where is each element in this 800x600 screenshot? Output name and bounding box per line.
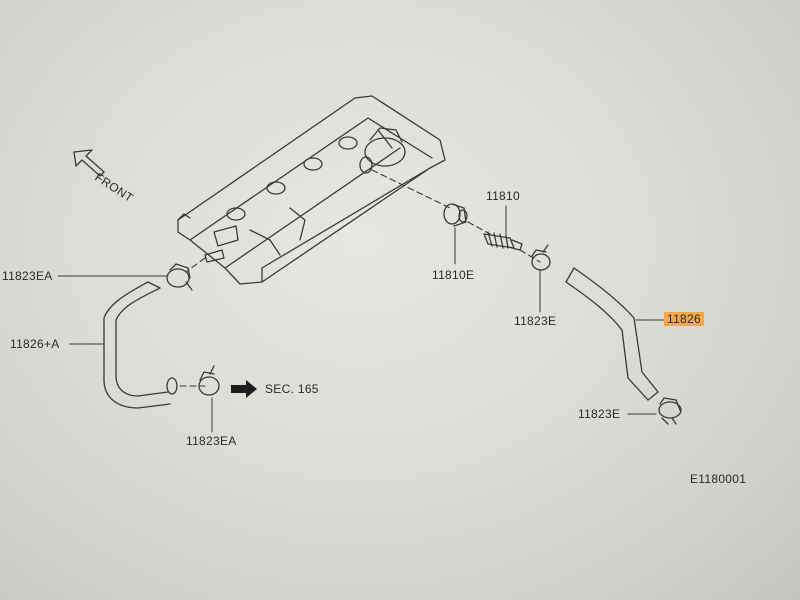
part-11823e-low-label: 11823E xyxy=(578,407,621,421)
part-11810e-label: 11810E xyxy=(432,268,475,282)
hose-11826 xyxy=(565,267,659,401)
part-11823e-mid-label: 11823E xyxy=(514,314,557,328)
front-arrow-icon xyxy=(73,149,105,177)
part-11826-label: 11826 xyxy=(664,312,704,326)
valve-cover xyxy=(177,95,446,285)
figure-code: E1180001 xyxy=(690,472,747,486)
sec-165-label: SEC. 165 xyxy=(265,382,319,396)
part-11823ea-top-label: 11823EA xyxy=(2,269,53,283)
hose-clamp-mid xyxy=(531,244,551,271)
right-arrow-icon xyxy=(231,380,257,398)
pcv-valve xyxy=(483,231,523,251)
hose-clamp-bottom xyxy=(198,365,220,396)
part-11823ea-bottom-label: 11823EA xyxy=(186,434,237,448)
hose-clamp-low xyxy=(658,397,682,425)
pcv-grommet xyxy=(443,203,468,227)
hose-11826-a xyxy=(103,281,178,409)
hose-clamp-top-left xyxy=(166,263,193,291)
part-11826-a-label: 11826+A xyxy=(10,337,60,351)
part-11810-label: 11810 xyxy=(486,189,520,203)
